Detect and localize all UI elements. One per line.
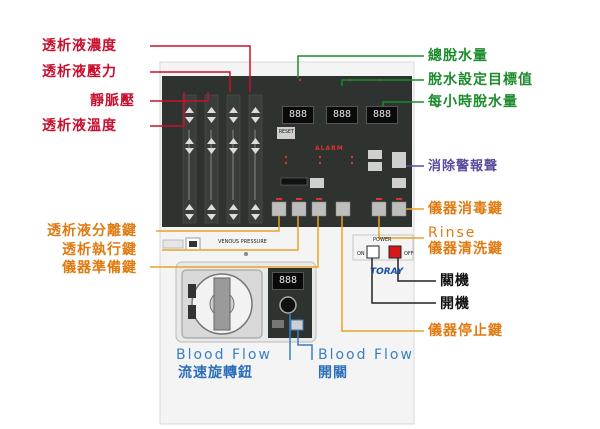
uf-total-display: 888 [282, 106, 314, 124]
orange-leaders [150, 208, 424, 332]
label-power-off: 關機 [440, 273, 470, 289]
blood-flow-knob [279, 296, 297, 314]
label-dialysate-concentration: 透析液濃度 [42, 38, 117, 54]
uf-rate-display: 888 [366, 106, 398, 124]
red-leaders [150, 45, 251, 127]
panel-button-d [310, 178, 324, 188]
label-blood-flow-switch: 開關 [318, 365, 348, 381]
label-venous-pressure: 靜脈壓 [90, 93, 135, 109]
power-on-text: ON [357, 251, 365, 257]
label-blood-flow-switch-en: Blood Flow [318, 347, 414, 363]
reset-label: RESET [279, 129, 295, 135]
power-switch-frame [352, 234, 414, 261]
label-power-on: 開機 [440, 296, 470, 312]
screw [244, 252, 248, 256]
blue-leaders [289, 313, 313, 360]
label-run-key: 透析執行鍵 [62, 242, 137, 258]
model-label: VENOUS PRESSURE [218, 239, 267, 245]
power-off-switch [388, 245, 402, 259]
column-arrow-buttons [185, 107, 260, 220]
label-dialysate-temperature: 透析液溫度 [42, 118, 117, 134]
power-label: POWER [373, 237, 392, 243]
panel-button-a [368, 150, 382, 159]
uf-target-display: 888 [326, 106, 358, 124]
label-blood-flow-knob-en: Blood Flow [176, 347, 272, 363]
bottom-key-row [271, 201, 407, 217]
label-prep-key: 儀器準備鍵 [62, 260, 137, 276]
label-uf-target: 脫水設定目標值 [428, 72, 533, 88]
label-alarm-silence: 消除警報聲 [428, 159, 499, 174]
bypass-indicator [162, 239, 184, 249]
label-bypass-key: 透析液分離鍵 [47, 223, 137, 239]
key-indicators [276, 198, 402, 200]
label-rinse-key: 儀器清洗鍵 [428, 241, 503, 257]
blood-flow-display: 888 [272, 272, 304, 290]
alarm-label: ALARM [315, 145, 344, 152]
pressure-columns [182, 94, 263, 224]
black-leaders [371, 258, 436, 304]
label-blood-flow-knob: 流速旋轉鈕 [178, 365, 253, 381]
label-rinse-en: Rinse [428, 225, 477, 241]
mini-bar-display [280, 177, 308, 186]
blood-flow-switch [290, 319, 304, 331]
panel-button-b [368, 162, 382, 171]
power-off-text: OFF [404, 251, 414, 257]
brand-logo: TORAY [370, 267, 404, 277]
label-total-uf: 總脫水量 [428, 48, 488, 64]
label-disinfect-key: 儀器消毒鍵 [428, 201, 503, 217]
reset-button [277, 127, 295, 139]
label-stop-key: 儀器停止鍵 [428, 323, 503, 339]
power-on-switch [366, 245, 380, 259]
label-dialysate-pressure: 透析液壓力 [42, 64, 117, 80]
panel-button-c [392, 178, 406, 188]
alarm-silence-button [392, 152, 406, 168]
label-uf-rate: 每小時脫水量 [428, 94, 518, 110]
